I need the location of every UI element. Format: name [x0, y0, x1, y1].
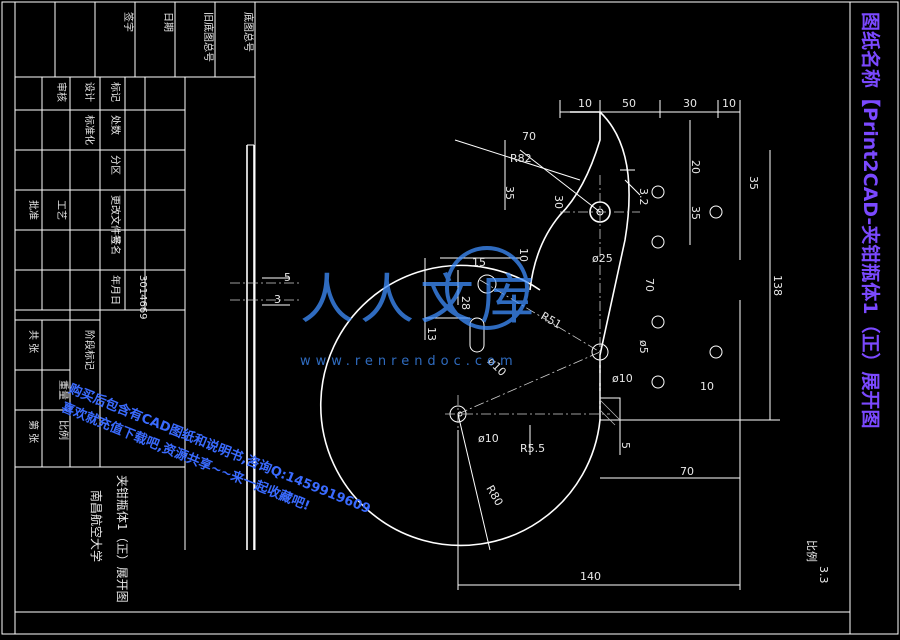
flat-pattern: 10 50 30 10 70 R82 35 35 20 35 30 3.2 ø2… [319, 97, 784, 590]
dim-35-right: 35 [747, 176, 760, 190]
dim-dia10-pivot: ø10 [478, 432, 499, 445]
tb-r1c2: 阶段标记 [83, 330, 96, 370]
title-block: 底图总号 旧底图总号 日期 签字 标记 处数 分区 更改文件号 签名 年月日 设… [14, 1, 256, 603]
dim-15: 15 [472, 256, 486, 269]
tb-r1c3: 重量 [57, 380, 70, 400]
dim-13: 13 [425, 327, 438, 341]
watermark: 人人文库 www.renrendoc.com [300, 246, 540, 369]
ad-stamp: 购买后包含有CAD图纸和说明书,咨询Q:1459919609 喜欢就充值下载吧,… [59, 381, 373, 517]
dim-30: 30 [552, 195, 565, 209]
tb-school: 南昌航空大学 [89, 490, 104, 562]
dim-35-left: 35 [503, 186, 516, 200]
outline-large-arc [319, 264, 601, 547]
tb-top-2: 日期 [162, 12, 174, 32]
tb-r0c3: 更改文件号 [109, 195, 122, 245]
tb-r2c3: 共 张 [27, 330, 39, 353]
tb-top-1: 旧底图总号 [202, 12, 215, 62]
tb-r1c0: 设计 [83, 82, 96, 102]
dim-side-5b: 3 [274, 293, 281, 306]
scale-label: 比例 [805, 540, 819, 562]
dim-138: 138 [771, 275, 784, 296]
tb-r0c1: 处数 [109, 115, 122, 135]
tb-r1c1: 标准化 [83, 115, 96, 145]
dim-3-2: 3.2 [637, 188, 650, 206]
outline-arm-left [529, 111, 601, 291]
dim-70-bottom: 70 [680, 465, 694, 478]
tb-r3c0: 3014669 [137, 275, 148, 320]
tb-r0c5: 年月日 [109, 275, 122, 305]
dim-dia5: 10 [700, 380, 714, 393]
tb-r0c0: 标记 [109, 82, 121, 102]
tb-r2c0: 审核 [55, 82, 68, 102]
outline-arm-right [599, 111, 630, 420]
tb-r0c2: 分区 [109, 155, 121, 175]
dim-dia10-b: ø5 [637, 340, 650, 354]
tb-drawing-name: 夹钳瓶体1（正）展开图 [115, 475, 129, 603]
hole-array [651, 185, 665, 199]
dim-dia25: ø25 [592, 252, 613, 265]
dim-3: R5.5 [520, 442, 545, 455]
dim-top-10a: 10 [578, 97, 592, 110]
tb-top-0: 底图总号 [242, 12, 255, 52]
hole-upper-small [477, 274, 497, 294]
dim-70-top: 70 [522, 130, 536, 143]
dim-dia10-center: ø10 [612, 372, 633, 385]
tb-r2c4: 第 张 [27, 420, 40, 443]
watermark-brand: 人人文库 [300, 268, 540, 331]
scale-value: 3.3 [817, 566, 830, 584]
tb-top-3: 签字 [122, 12, 135, 32]
dim-10-bottom: 5 [619, 442, 632, 449]
dim-70-mid: 70 [643, 278, 656, 292]
outline-tab [600, 397, 621, 440]
slot [469, 317, 485, 353]
dim-top-50: 50 [622, 97, 636, 110]
tb-r0c4: 签名 [109, 235, 122, 255]
tb-r1c4: 比例 [57, 420, 70, 440]
side-view: 5 3 [230, 144, 300, 550]
watermark-url: www.renrendoc.com [300, 354, 518, 369]
dim-r82: R82 [510, 152, 532, 165]
dim-20: 20 [689, 160, 702, 174]
dim-top-30: 30 [683, 97, 697, 110]
dim-140: 140 [580, 570, 601, 583]
dim-35-mid: 35 [689, 206, 702, 220]
dim-10-top: 10 [517, 248, 530, 262]
dim-side-5a: 5 [284, 271, 291, 284]
dim-top-10b: 10 [722, 97, 736, 110]
dim-28: 28 [459, 296, 472, 310]
drawing-title: 图纸名称【Print2CAD-夹钳瓶体1（正）展开图 [859, 12, 882, 429]
dim-r80: R80 [483, 483, 505, 508]
tb-r2c1: 工艺 [55, 200, 67, 220]
tb-r2c2: 批准 [27, 200, 40, 220]
